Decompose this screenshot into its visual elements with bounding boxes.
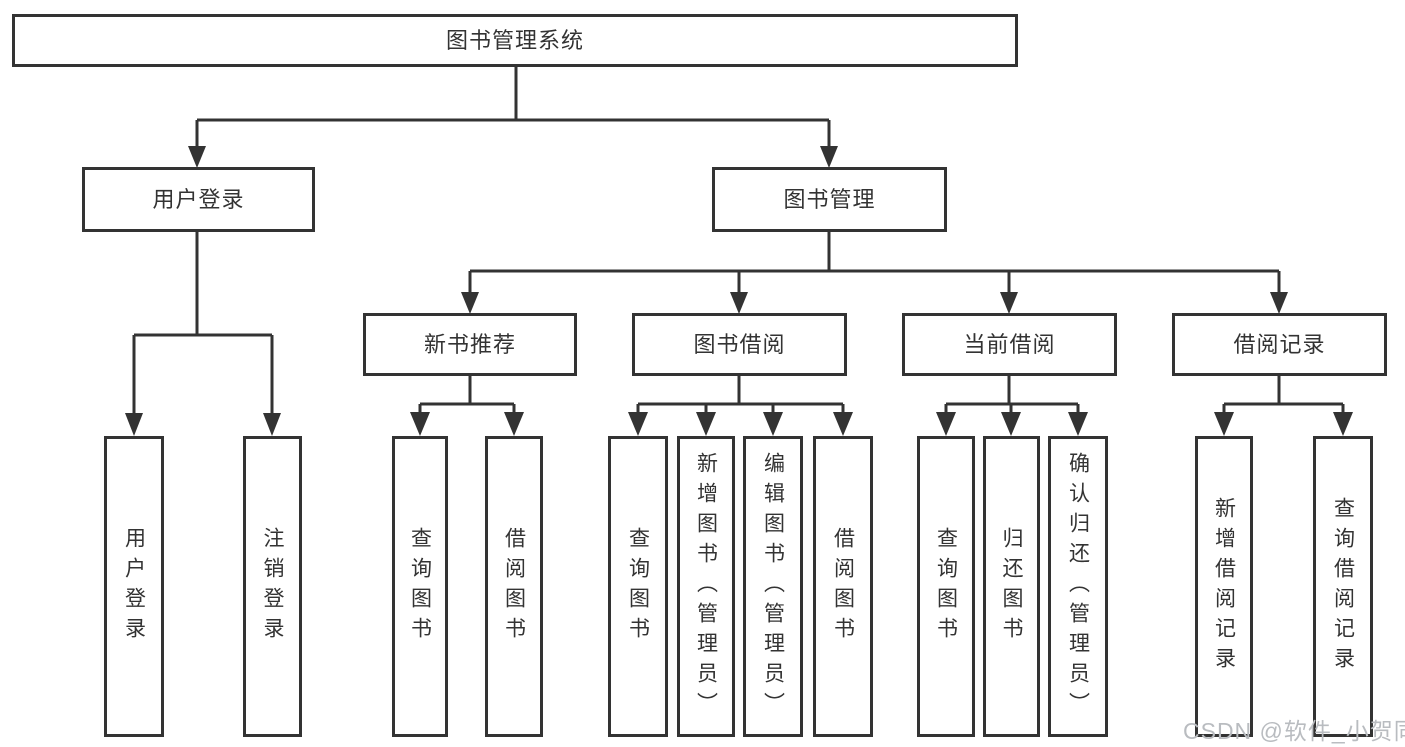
- leaf-user-login-label: 用户登录: [122, 526, 146, 647]
- leaf-bb-edit-book-admin: 编辑图书（管理员）: [743, 436, 803, 737]
- leaf-nbr-query-book-label: 查询图书: [408, 526, 432, 647]
- leaf-br-add-record-label: 新增借阅记录: [1212, 496, 1236, 677]
- node-book-management-label: 图书管理: [783, 186, 876, 212]
- leaf-logout-label: 注销登录: [261, 526, 284, 647]
- node-current-borrow-label: 当前借阅: [963, 331, 1056, 357]
- node-borrow-records: 借阅记录: [1172, 313, 1387, 376]
- node-book-borrow-label: 图书借阅: [693, 331, 786, 357]
- node-book-management: 图书管理: [712, 167, 947, 232]
- leaf-nbr-borrow-book-label: 借阅图书: [502, 526, 526, 647]
- node-root-label: 图书管理系统: [445, 27, 584, 53]
- node-new-book-recommend: 新书推荐: [363, 313, 577, 376]
- leaf-cb-return-book: 归还图书: [983, 436, 1040, 737]
- node-root: 图书管理系统: [12, 14, 1018, 67]
- leaf-logout: 注销登录: [243, 436, 302, 737]
- node-user-login: 用户登录: [82, 167, 315, 232]
- leaf-cb-query-book-label: 查询图书: [934, 526, 958, 647]
- arrowheads: [125, 146, 1353, 436]
- leaf-br-query-record: 查询借阅记录: [1313, 436, 1373, 737]
- leaf-user-login: 用户登录: [104, 436, 164, 737]
- node-book-borrow: 图书借阅: [632, 313, 847, 376]
- leaf-bb-query-book: 查询图书: [608, 436, 668, 737]
- leaf-bb-borrow-book: 借阅图书: [813, 436, 873, 737]
- leaf-br-query-record-label: 查询借阅记录: [1331, 496, 1355, 677]
- node-current-borrow: 当前借阅: [902, 313, 1117, 376]
- leaf-bb-query-book-label: 查询图书: [626, 526, 650, 647]
- leaf-cb-query-book: 查询图书: [917, 436, 975, 737]
- leaf-nbr-query-book: 查询图书: [392, 436, 448, 737]
- leaf-bb-edit-book-admin-label: 编辑图书（管理员）: [761, 451, 785, 722]
- leaf-br-add-record: 新增借阅记录: [1195, 436, 1253, 737]
- leaf-bb-borrow-book-label: 借阅图书: [831, 526, 855, 647]
- node-new-book-recommend-label: 新书推荐: [423, 331, 516, 357]
- leaf-cb-return-book-label: 归还图书: [1000, 526, 1023, 647]
- leaf-nbr-borrow-book: 借阅图书: [485, 436, 543, 737]
- leaf-cb-confirm-return-admin: 确认归还（管理员）: [1048, 436, 1108, 737]
- watermark-text: CSDN @软件_小贺同学: [1183, 718, 1405, 744]
- leaf-bb-add-book-admin-label: 新增图书（管理员）: [694, 451, 718, 722]
- node-borrow-records-label: 借阅记录: [1233, 331, 1326, 357]
- leaf-bb-add-book-admin: 新增图书（管理员）: [677, 436, 735, 737]
- leaf-cb-confirm-return-admin-label: 确认归还（管理员）: [1066, 451, 1090, 722]
- node-user-login-label: 用户登录: [152, 186, 245, 212]
